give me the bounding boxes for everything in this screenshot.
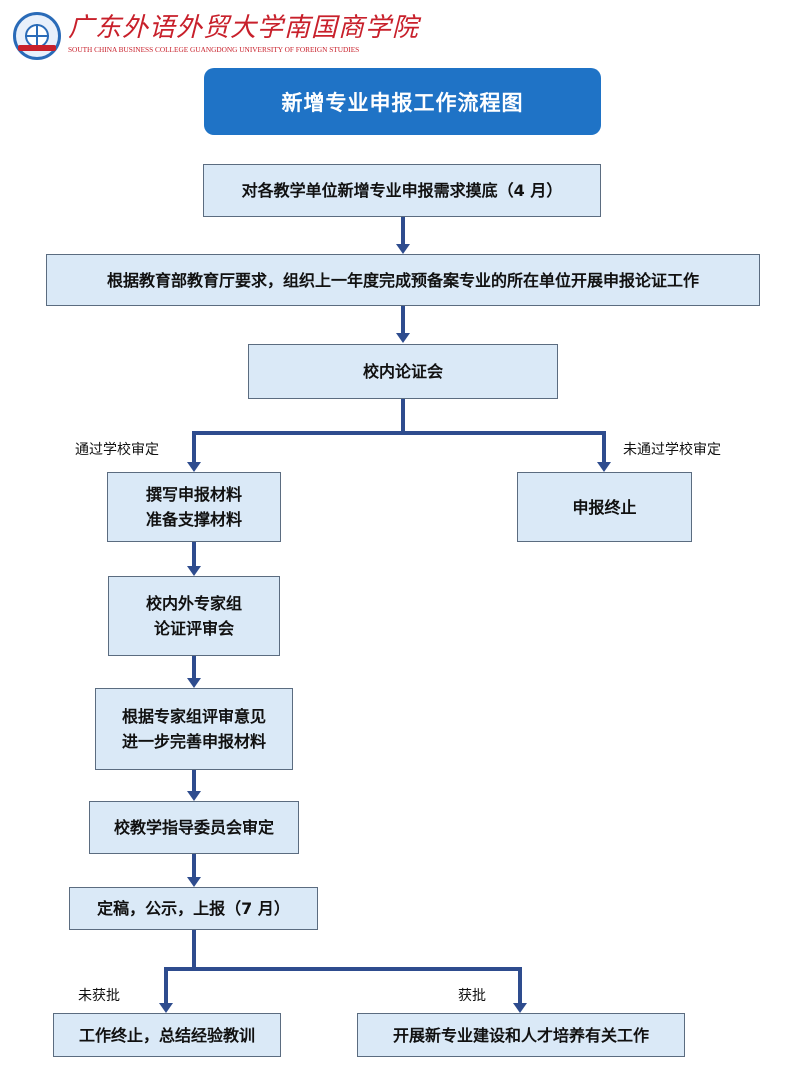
node-improve-line-1: 根据专家组评审意见 (121, 707, 266, 726)
node-write-line-2: 准备支撑材料 (145, 510, 242, 529)
arrowhead (396, 244, 410, 254)
node-organize-text: 根据教育部教育厅要求，组织上一年度完成预备案专业的所在单位开展申报论证工作 (106, 270, 699, 290)
arrowhead (187, 877, 201, 887)
node-expert-panel: 校内外专家组 论证评审会 (108, 576, 280, 656)
node-school-meeting-text: 校内论证会 (362, 362, 443, 381)
arrowhead (513, 1003, 527, 1013)
node-survey-text: 对各教学单位新增专业申报需求摸底（4 月） (241, 181, 563, 200)
node-write-materials: 撰写申报材料 准备支撑材料 (107, 472, 281, 542)
arrowhead (597, 462, 611, 472)
node-terminate-text: 申报终止 (572, 497, 637, 517)
node-finalize: 定稿，公示，上报（7 月） (69, 887, 318, 930)
arrowhead (187, 678, 201, 688)
arrowhead (159, 1003, 173, 1013)
label-approved: 获批 (458, 988, 486, 1004)
node-write-line-1: 撰写申报材料 (145, 485, 242, 504)
page-title: 新增专业申报工作流程图 (204, 68, 601, 135)
edge-branch-write (192, 431, 403, 463)
arrowhead (187, 791, 201, 801)
arrowhead (396, 333, 410, 343)
node-committee-text: 校教学指导委员会审定 (113, 818, 274, 837)
node-committee: 校教学指导委员会审定 (89, 801, 299, 854)
node-survey: 对各教学单位新增专业申报需求摸底（4 月） (203, 164, 601, 217)
arrowhead (187, 462, 201, 472)
label-not-approved: 未获批 (78, 988, 120, 1004)
node-stop-summary-text: 工作终止，总结经验教训 (78, 1025, 255, 1045)
page-title-text: 新增专业申报工作流程图 (281, 90, 524, 115)
node-finalize-text: 定稿，公示，上报（7 月） (97, 899, 290, 918)
node-start-building-text: 开展新专业建设和人才培养有关工作 (392, 1025, 649, 1045)
edge-meeting-branch (401, 398, 606, 463)
node-school-meeting: 校内论证会 (248, 344, 558, 399)
logo-english-name: SOUTH CHINA BUSINESS COLLEGE GUANGDONG U… (68, 45, 360, 54)
node-improve-line-2: 进一步完善申报材料 (121, 732, 266, 751)
arrowhead (187, 566, 201, 576)
edge-branch-stop (164, 967, 194, 1004)
header: 广东外语外贸大学南国商学院 SOUTH CHINA BUSINESS COLLE… (0, 0, 799, 64)
edge-finalize-branch (192, 929, 522, 1004)
label-not-passed: 未通过学校审定 (623, 442, 721, 458)
node-organize: 根据教育部教育厅要求，组织上一年度完成预备案专业的所在单位开展申报论证工作 (46, 254, 760, 306)
label-passed: 通过学校审定 (75, 442, 159, 458)
node-stop-summary: 工作终止，总结经验教训 (53, 1013, 281, 1057)
node-start-building: 开展新专业建设和人才培养有关工作 (357, 1013, 685, 1057)
emblem-ribbon (18, 45, 56, 51)
node-expert-line-1: 校内外专家组 (145, 594, 242, 613)
node-improve: 根据专家组评审意见 进一步完善申报材料 (95, 688, 293, 770)
node-terminate: 申报终止 (517, 472, 692, 542)
node-expert-line-2: 论证评审会 (153, 619, 234, 638)
university-emblem-icon (13, 12, 61, 60)
